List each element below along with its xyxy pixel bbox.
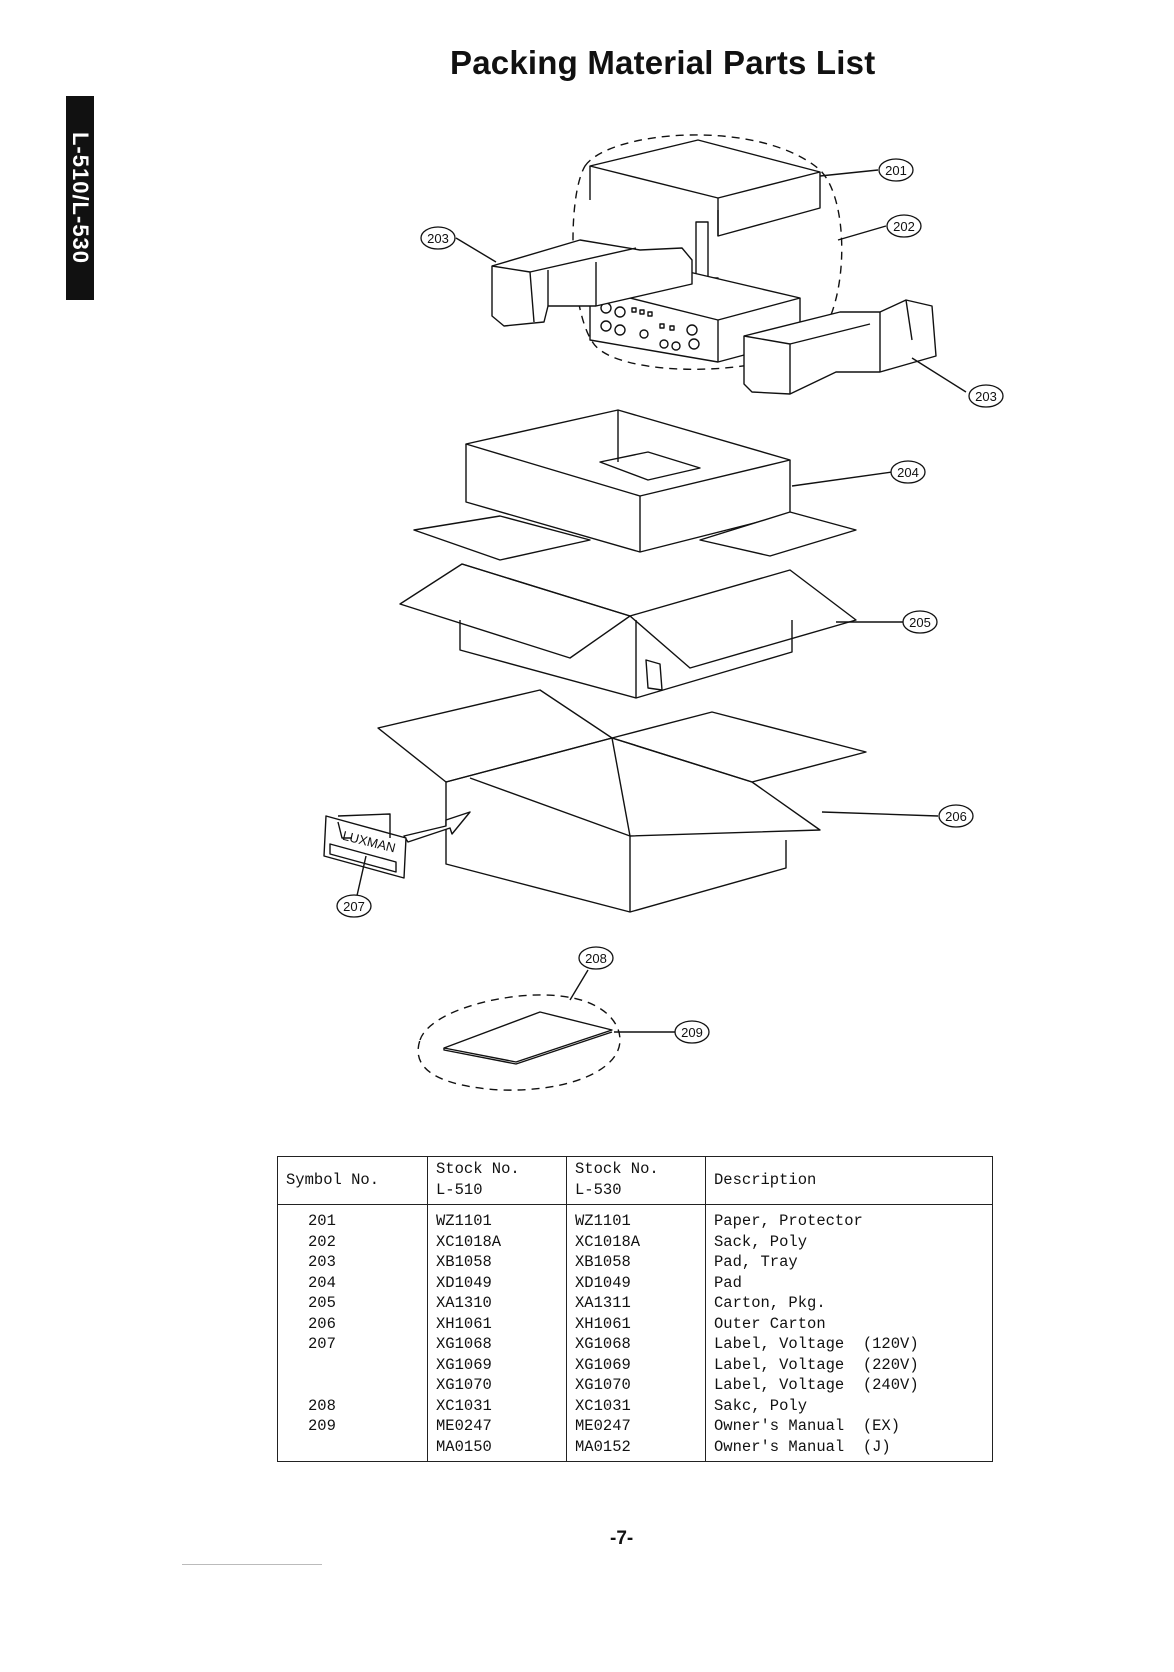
description-cell: Label, Voltage (220V) (714, 1355, 919, 1374)
callout-205: 205 (909, 615, 931, 630)
description-cell: Paper, Protector (714, 1212, 863, 1230)
stock-l510-cell: XD1049 (436, 1273, 492, 1292)
header-stock-l510-line1: Stock No. (436, 1160, 520, 1178)
description-cell: Sack, Poly (714, 1232, 808, 1251)
stock-l530-cell: MA0152 (575, 1437, 631, 1456)
callout-202: 202 (893, 219, 915, 234)
stock-l530-cell: XA1311 (575, 1294, 631, 1312)
manual-sack-outline (417, 994, 621, 1091)
description-cell: Pad, Tray (714, 1253, 798, 1271)
stock-l530-cell: XC1031 (575, 1396, 631, 1415)
symbol-cell (308, 1437, 419, 1458)
stock-l510-cell: XG1068 (436, 1335, 492, 1353)
stock-l530-cell: XG1069 (575, 1355, 631, 1374)
symbol-cell: 208 (308, 1396, 336, 1415)
callout-206: 206 (945, 809, 967, 824)
header-stock-l510: Stock No. L-510 (427, 1156, 567, 1205)
description-cell: Pad (714, 1273, 742, 1292)
description-cell: Outer Carton (714, 1314, 826, 1333)
stock-l530-cell: XG1068 (575, 1335, 631, 1353)
stock-l530-cell: XC1018A (575, 1232, 641, 1251)
symbol-cell: 204 (308, 1273, 336, 1292)
stock-l510-cell: XG1070 (436, 1376, 492, 1394)
symbol-cell: 203 (308, 1253, 336, 1271)
symbol-cell: 202 (308, 1232, 336, 1251)
description-cell: Owner's Manual (EX) (714, 1417, 901, 1435)
symbol-cell: 207 (308, 1335, 336, 1353)
stock-l530-cell: WZ1101 (575, 1212, 631, 1230)
outer-carton (377, 689, 867, 913)
header-stock-l530-line2: L-530 (575, 1180, 622, 1199)
stock-l530-cell: XH1061 (575, 1314, 631, 1333)
symbol-cell (308, 1355, 419, 1376)
stock-l510-cell: XC1031 (436, 1396, 492, 1415)
header-symbol: Symbol No. (277, 1156, 428, 1205)
callout-204: 204 (897, 465, 919, 480)
callout-203-left: 203 (427, 231, 449, 246)
symbol-cell: 205 (308, 1294, 336, 1312)
stock-l510-cell: XB1058 (436, 1253, 492, 1271)
symbol-cell (308, 1375, 419, 1396)
pad-tray-right (743, 299, 937, 395)
owners-manual-sheet (443, 1011, 613, 1063)
stock-l530-cell: XG1070 (575, 1376, 631, 1394)
stock-l510-cell: XH1061 (436, 1314, 492, 1333)
description-cell: Label, Voltage (120V) (714, 1335, 919, 1353)
callout-201: 201 (885, 163, 907, 178)
description-cell: Carton, Pkg. (714, 1294, 826, 1312)
description-cell: Owner's Manual (J) (714, 1437, 891, 1456)
page-number: -7- (610, 1528, 634, 1549)
symbol-cell: 206 (308, 1314, 336, 1333)
description-cell: Label, Voltage (240V) (714, 1376, 919, 1394)
parts-table: Symbol No. Stock No. L-510 Stock No. L-5… (277, 1156, 993, 1462)
header-stock-l530-line1: Stock No. (575, 1160, 659, 1178)
label-arrow (403, 811, 471, 843)
stock-l510-cell: WZ1101 (436, 1212, 492, 1230)
stock-l510-cell: ME0247 (436, 1417, 492, 1435)
stock-l530-cell: ME0247 (575, 1417, 631, 1435)
header-stock-l530: Stock No. L-530 (566, 1156, 706, 1205)
table-header-row: Symbol No. Stock No. L-510 Stock No. L-5… (277, 1156, 993, 1205)
scan-artifact (182, 1564, 322, 1565)
pkg-carton (399, 511, 857, 699)
stock-l530-cell: XB1058 (575, 1253, 631, 1271)
stock-l530-cell: XD1049 (575, 1273, 631, 1292)
header-description: Description (705, 1156, 993, 1205)
symbol-cell: 209 (308, 1417, 336, 1435)
symbol-cell: 201 (308, 1212, 336, 1230)
voltage-label-card (323, 813, 407, 879)
callout-209: 209 (681, 1025, 703, 1040)
callout-208: 208 (585, 951, 607, 966)
stock-l510-cell: XC1018A (436, 1232, 502, 1251)
stock-l510-cell: XA1310 (436, 1294, 492, 1312)
header-stock-l510-line2: L-510 (436, 1180, 483, 1199)
pad-tray-left (491, 239, 693, 327)
symbol-column: 201 202 203 204 205 206 207 208 209 (277, 1204, 428, 1462)
description-cell: Sakc, Poly (714, 1396, 808, 1415)
callout-203-right: 203 (975, 389, 997, 404)
model-side-tab: L-510/L-530 (66, 96, 94, 300)
stock-l510-cell: XG1069 (436, 1355, 492, 1374)
callout-207: 207 (343, 899, 365, 914)
page-title: Packing Material Parts List (450, 44, 876, 81)
stock-l510-cell: MA0150 (436, 1437, 492, 1456)
paper-protector (589, 139, 821, 237)
inner-pad-box (465, 409, 791, 553)
